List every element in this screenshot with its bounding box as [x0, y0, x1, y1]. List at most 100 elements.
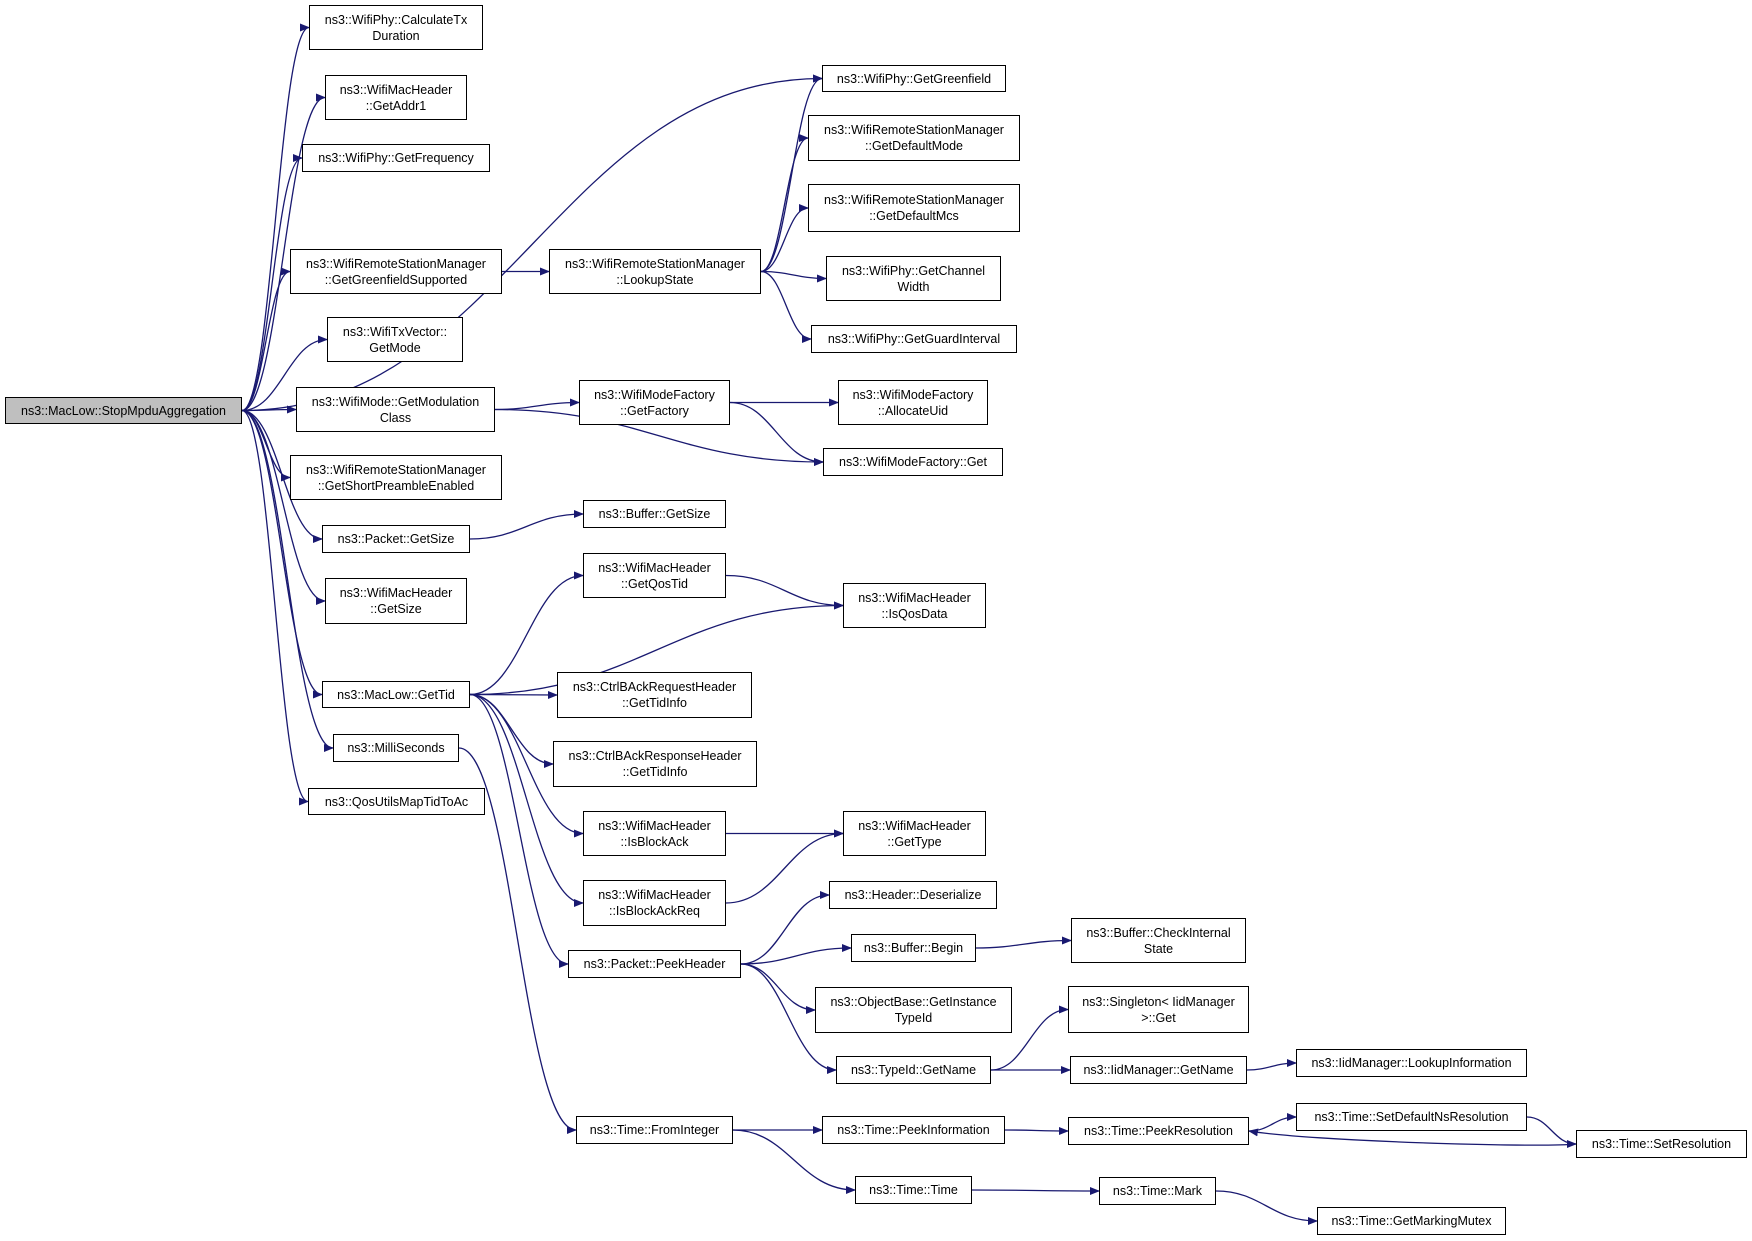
- node-label-line: ns3::MilliSeconds: [347, 741, 445, 755]
- node-getfreq[interactable]: ns3::WifiPhy::GetFrequency: [302, 144, 490, 172]
- node-label-line: ns3::WifiMode::GetModulation: [311, 394, 480, 409]
- node-label-line: ns3::Buffer::CheckInternal: [1086, 925, 1231, 940]
- edge-stopmpdu-to-getmodclass: [241, 405, 297, 414]
- node-bufbegin[interactable]: ns3::Buffer::Begin: [851, 934, 976, 962]
- node-getdefmode[interactable]: ns3::WifiRemoteStationManager::GetDefaul…: [808, 115, 1020, 161]
- node-timemark[interactable]: ns3::Time::Mark: [1099, 1177, 1216, 1205]
- node-label-line: ::GetFactory: [620, 403, 689, 418]
- node-label-line: ns3::WifiMacHeader: [598, 560, 711, 575]
- node-iidgetname[interactable]: ns3::IidManager::GetName: [1070, 1056, 1247, 1084]
- node-label-line: TypeId: [894, 1011, 933, 1025]
- node-getshortpre[interactable]: ns3::WifiRemoteStationManager::GetShortP…: [290, 455, 502, 500]
- node-lookupstate[interactable]: ns3::WifiRemoteStationManager::LookupSta…: [549, 249, 761, 294]
- node-label-line: ::GetGreenfieldSupported: [324, 272, 468, 287]
- edge-peekheader-to-bufbegin: [740, 944, 852, 965]
- node-label-line: ns3::WifiMacHeader: [598, 818, 711, 833]
- edge-peekheader-to-typeidgetname: [740, 963, 837, 1074]
- edge-timemark-to-markingmutex: [1215, 1190, 1318, 1225]
- node-getgreenfield[interactable]: ns3::WifiPhy::GetGreenfield: [822, 65, 1006, 92]
- node-setdefns[interactable]: ns3::Time::SetDefaultNsResolution: [1296, 1103, 1527, 1131]
- node-allocuid[interactable]: ns3::WifiModeFactory::AllocateUid: [838, 380, 988, 425]
- node-label-line: ns3::WifiRemoteStationManager: [565, 256, 745, 271]
- node-milli[interactable]: ns3::MilliSeconds: [333, 734, 459, 762]
- node-lookupinfo[interactable]: ns3::IidManager::LookupInformation: [1296, 1049, 1527, 1077]
- node-timetime[interactable]: ns3::Time::Time: [855, 1176, 972, 1204]
- node-getaddr1[interactable]: ns3::WifiMacHeader::GetAddr1: [325, 75, 467, 120]
- node-wmfget[interactable]: ns3::WifiModeFactory::Get: [823, 448, 1003, 476]
- node-label-line: ns3::Buffer::GetSize: [598, 507, 711, 521]
- node-label-line: ns3::WifiMacHeader: [339, 82, 453, 97]
- node-txvecmode[interactable]: ns3::WifiTxVector::GetMode: [327, 317, 463, 362]
- edge-getqostid-to-isqosdata: [725, 574, 844, 610]
- node-getfactory[interactable]: ns3::WifiModeFactory::GetFactory: [579, 380, 730, 425]
- node-hdrgetsize[interactable]: ns3::WifiMacHeader::GetSize: [325, 578, 467, 624]
- node-pktgetsize[interactable]: ns3::Packet::GetSize: [322, 525, 470, 553]
- edge-gettid-to-isqosdata: [469, 601, 844, 696]
- node-gettid[interactable]: ns3::MacLow::GetTid: [322, 681, 470, 708]
- edge-lookupstate-to-getdefmode: [760, 134, 809, 273]
- node-isqosdata[interactable]: ns3::WifiMacHeader::IsQosData: [843, 583, 986, 628]
- edge-setres-to-peekres: [1248, 1128, 1577, 1146]
- edge-milli-to-frominteger: [458, 747, 577, 1134]
- node-label-line: ns3::WifiMacHeader: [858, 818, 971, 833]
- node-gettype[interactable]: ns3::WifiMacHeader::GetType: [843, 811, 986, 856]
- node-label-line: ::GetTidInfo: [622, 765, 688, 779]
- node-label-line: ::GetQosTid: [621, 576, 688, 591]
- node-label-line: ns3::Time::GetMarkingMutex: [1331, 1214, 1492, 1228]
- node-frominteger[interactable]: ns3::Time::FromInteger: [576, 1116, 733, 1144]
- node-label-line: ::GetType: [887, 834, 942, 849]
- edge-stopmpdu-to-getaddr1: [241, 93, 326, 412]
- node-peekres[interactable]: ns3::Time::PeekResolution: [1068, 1117, 1249, 1145]
- edge-peekheader-to-deserialize: [740, 891, 830, 965]
- node-label-line: ns3::QosUtilsMapTidToAc: [324, 794, 469, 809]
- node-qosmap[interactable]: ns3::QosUtilsMapTidToAc: [308, 788, 485, 815]
- node-label-line: ::IsBlockAck: [620, 834, 689, 849]
- node-setres[interactable]: ns3::Time::SetResolution: [1576, 1130, 1747, 1158]
- node-barresptid[interactable]: ns3::CtrlBAckResponseHeader::GetTidInfo: [553, 741, 757, 787]
- node-label-line: ::AllocateUid: [877, 403, 949, 418]
- node-markingmutex[interactable]: ns3::Time::GetMarkingMutex: [1317, 1207, 1506, 1235]
- node-label-line: ns3::WifiPhy::GetGuardInterval: [827, 332, 1001, 346]
- edge-getmodclass-to-wmfget: [494, 408, 824, 466]
- node-isblockackreq[interactable]: ns3::WifiMacHeader::IsBlockAckReq: [583, 880, 726, 926]
- edge-stopmpdu-to-getgfsupported: [241, 267, 291, 412]
- node-peekinfo[interactable]: ns3::Time::PeekInformation: [822, 1116, 1005, 1144]
- edge-lookupstate-to-getchwidth: [760, 270, 827, 283]
- node-label-line: ns3::Time::PeekResolution: [1084, 1124, 1233, 1138]
- node-label-line: ns3::WifiModeFactory::Get: [839, 455, 987, 469]
- node-label-line: ns3::Time::SetResolution: [1591, 1137, 1732, 1151]
- node-label-line: ns3::Packet::PeekHeader: [583, 957, 726, 971]
- edge-stopmpdu-to-milli: [241, 409, 334, 752]
- node-getqostid[interactable]: ns3::WifiMacHeader::GetQosTid: [583, 553, 726, 598]
- node-label-line: ns3::IidManager::LookupInformation: [1311, 1056, 1512, 1070]
- node-deserialize[interactable]: ns3::Header::Deserialize: [829, 881, 997, 909]
- node-label-line: ::GetDefaultMcs: [869, 209, 959, 223]
- node-barreqtid[interactable]: ns3::CtrlBAckRequestHeader::GetTidInfo: [557, 672, 752, 718]
- node-getguard[interactable]: ns3::WifiPhy::GetGuardInterval: [811, 325, 1017, 353]
- node-isblockack[interactable]: ns3::WifiMacHeader::IsBlockAck: [583, 811, 726, 856]
- edge-gettid-to-isblockackreq: [469, 693, 584, 907]
- node-label-line: ns3::WifiPhy::GetChannel: [841, 263, 986, 278]
- edge-stopmpdu-to-getshortpre: [241, 409, 291, 482]
- node-bufgetsize[interactable]: ns3::Buffer::GetSize: [583, 500, 726, 528]
- node-typeidgetname[interactable]: ns3::TypeId::GetName: [836, 1056, 991, 1084]
- node-getdefmcs[interactable]: ns3::WifiRemoteStationManager::GetDefaul…: [808, 184, 1020, 232]
- node-peekheader[interactable]: ns3::Packet::PeekHeader: [568, 950, 741, 978]
- node-label-line: ns3::WifiPhy::GetFrequency: [318, 151, 474, 165]
- node-singletonget[interactable]: ns3::Singleton< IidManager>::Get: [1068, 986, 1249, 1033]
- node-label-line: ::GetDefaultMode: [865, 139, 963, 153]
- node-label-line: ns3::WifiRemoteStationManager: [824, 193, 1004, 207]
- node-label-line: GetMode: [369, 340, 421, 355]
- node-label-line: ns3::WifiTxVector::: [342, 324, 448, 339]
- edge-bufbegin-to-checkinternal: [975, 936, 1072, 949]
- node-getgfsupported[interactable]: ns3::WifiRemoteStationManager::GetGreenf…: [290, 249, 502, 294]
- edge-lookupstate-to-getdefmcs: [760, 204, 809, 273]
- node-label-line: ns3::Time::FromInteger: [589, 1123, 720, 1137]
- node-label-line: ::GetSize: [370, 602, 422, 616]
- node-label-line: ns3::WifiModeFactory: [594, 387, 715, 402]
